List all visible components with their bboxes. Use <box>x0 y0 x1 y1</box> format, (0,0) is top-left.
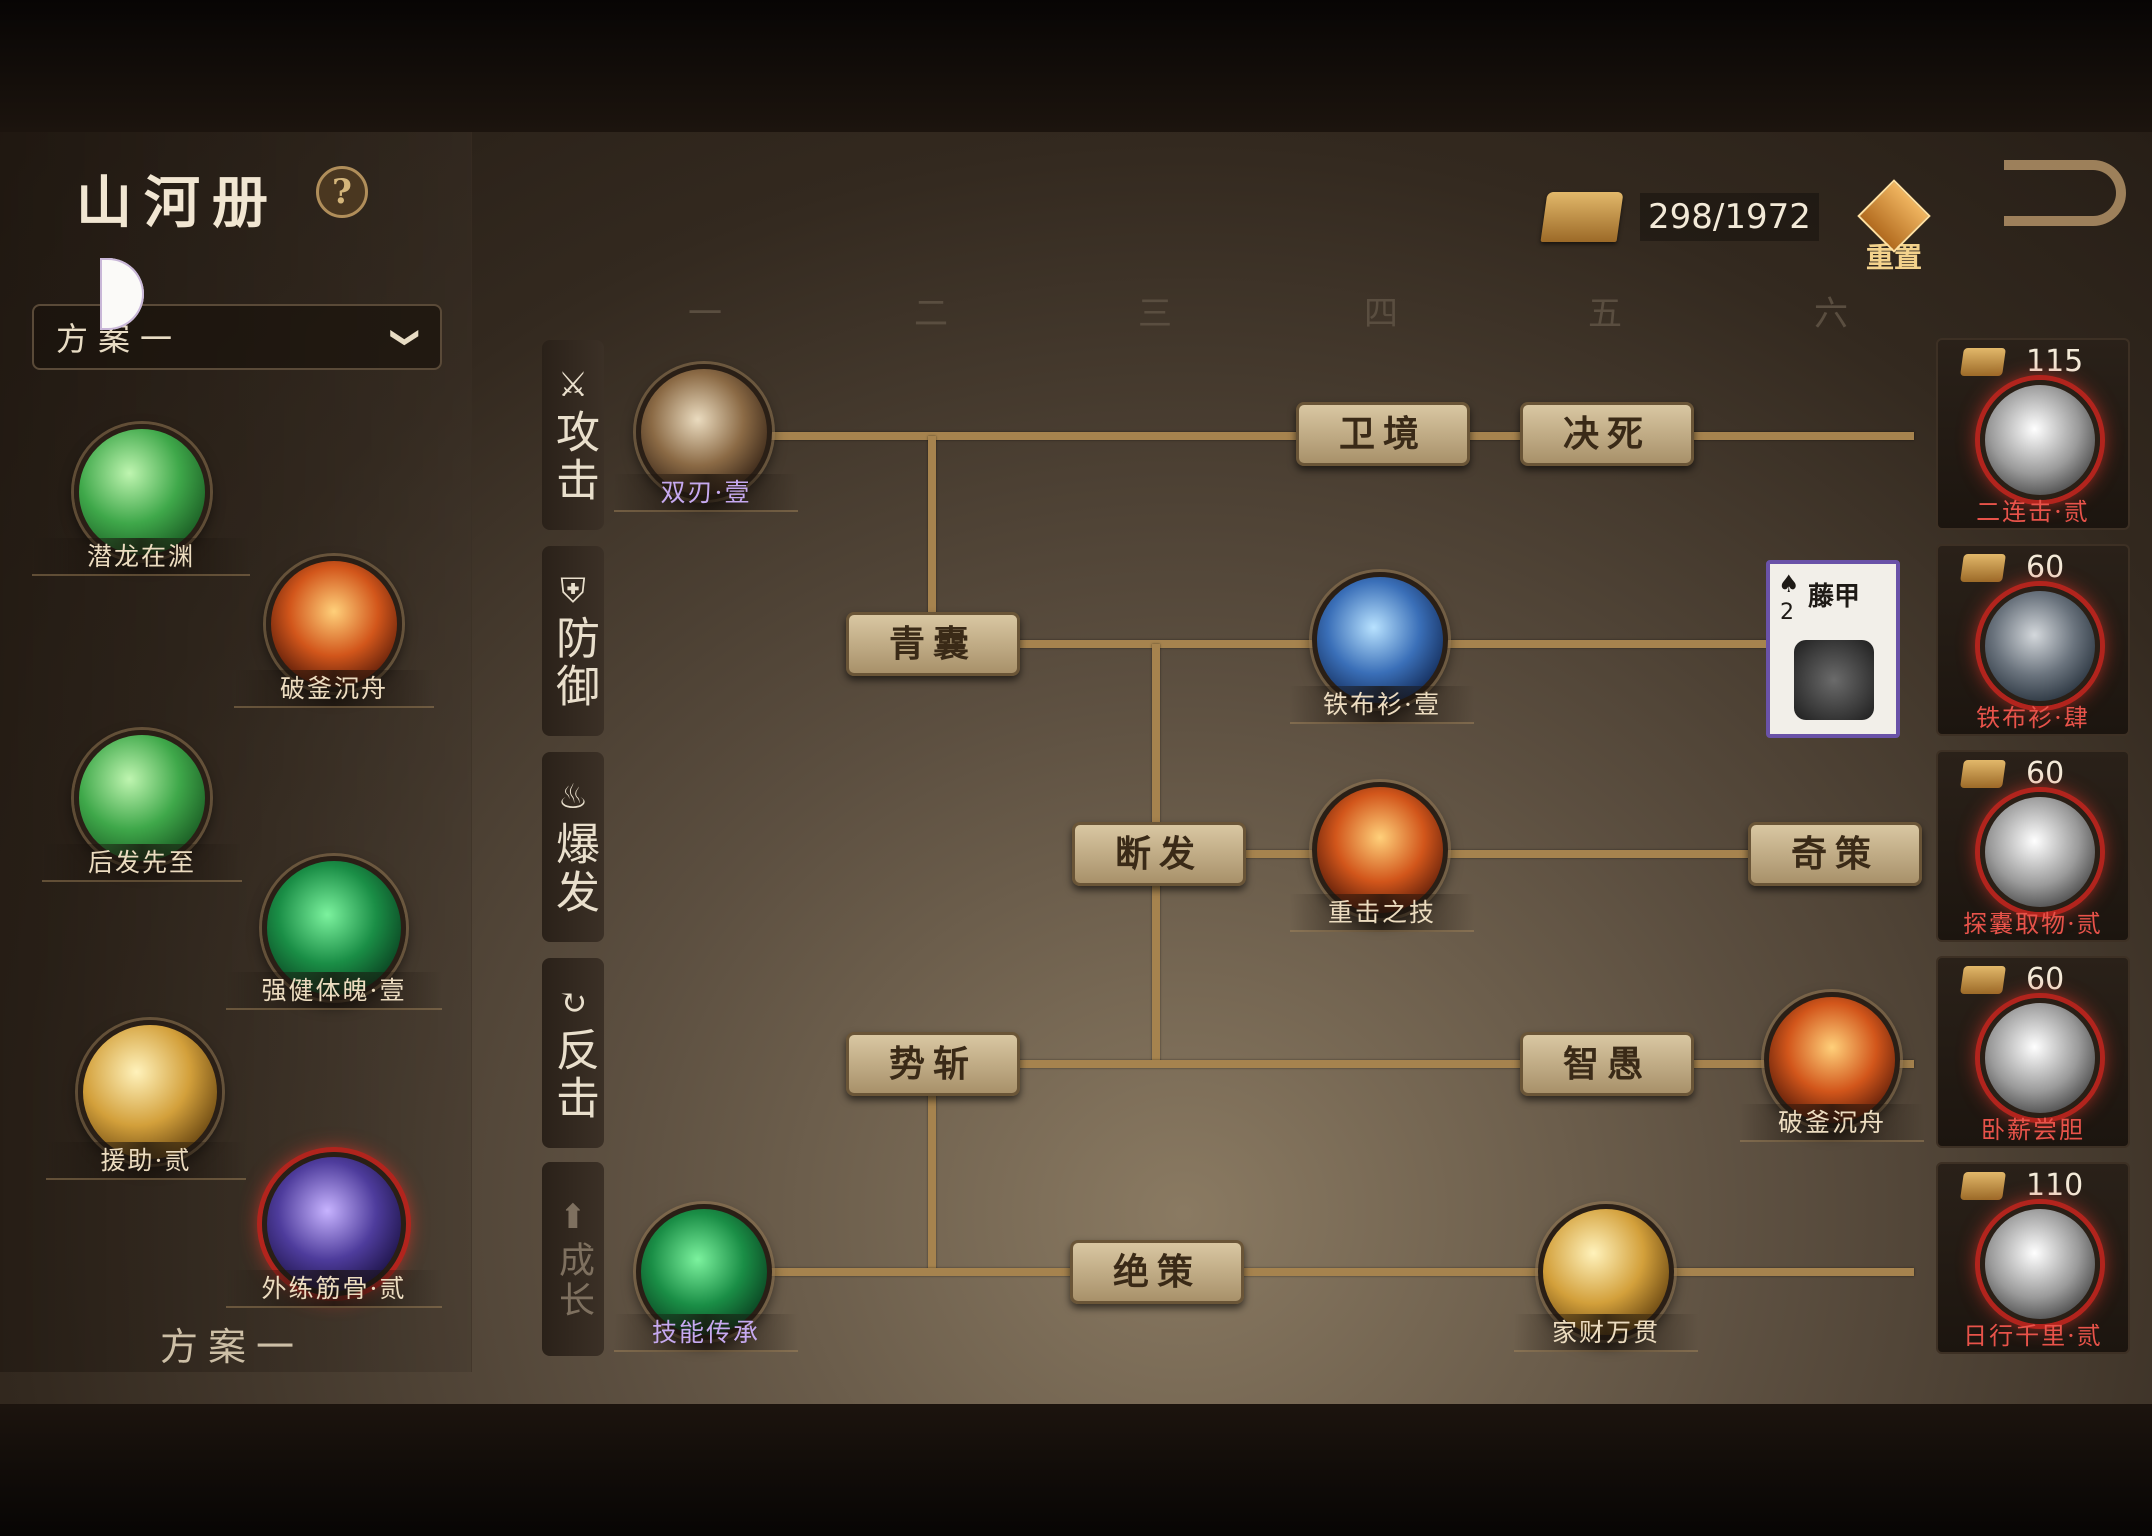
skill-label: 破釜沉舟 <box>1740 1104 1924 1142</box>
tree-node-weijing[interactable]: 卫境 <box>1296 402 1470 466</box>
reward-card[interactable]: 60 卧薪尝胆 <box>1936 956 2130 1148</box>
tree-line <box>928 1064 936 1270</box>
skill-label: 家财万贯 <box>1514 1314 1698 1352</box>
equipment-card-tengjia[interactable]: ♠ 2 藤甲 <box>1766 560 1900 738</box>
skill-orb-tiebushan[interactable] <box>1312 572 1448 708</box>
book-icon <box>1960 966 2006 994</box>
skill-label: 铁布衫·壹 <box>1290 686 1474 724</box>
reward-name: 二连击·贰 <box>1976 498 2090 526</box>
resource-current: 298 <box>1648 197 1713 237</box>
bottom-letterbox <box>0 1404 2152 1536</box>
reward-name: 铁布衫·肆 <box>1976 704 2090 732</box>
talent-label: 援助·贰 <box>46 1142 246 1180</box>
up-arrow-icon: ⬆ <box>558 1197 588 1237</box>
reward-cost: 60 <box>2026 962 2065 997</box>
tree-node-shizhan[interactable]: 势斩 <box>846 1032 1020 1096</box>
flame-icon: ♨ <box>557 777 589 817</box>
tree-line <box>706 1268 1914 1276</box>
tree-node-duanfa[interactable]: 断发 <box>1072 822 1246 886</box>
reward-name: 卧薪尝胆 <box>1981 1116 2085 1144</box>
card-name: 藤甲 <box>1808 582 1861 612</box>
reward-orb <box>1980 380 2100 500</box>
tree-node-zhiyu[interactable]: 智愚 <box>1520 1032 1694 1096</box>
reset-button[interactable]: 重置 <box>1856 179 1932 276</box>
chevron-down-icon: ❯ <box>389 325 423 349</box>
resource-counter: 298/1972 <box>1540 192 1819 242</box>
talent-label: 后发先至 <box>42 844 242 882</box>
tab-burst[interactable]: ♨爆发 <box>542 752 604 942</box>
back-arrow-icon[interactable] <box>2004 160 2126 226</box>
card-number: 2 <box>1780 600 1794 625</box>
counter-arrow-icon: ↻ <box>558 983 588 1023</box>
column-header: 五 <box>1588 294 1622 334</box>
tab-defense[interactable]: ⛨防御 <box>542 546 604 736</box>
reward-cost: 115 <box>2026 344 2084 379</box>
armor-icon <box>1794 640 1874 720</box>
reward-orb <box>1980 998 2100 1118</box>
book-icon <box>1960 554 2006 582</box>
resource-total: 1972 <box>1724 197 1811 237</box>
book-icon <box>1960 348 2006 376</box>
talent-label: 破釜沉舟 <box>234 670 434 708</box>
tree-node-qice[interactable]: 奇策 <box>1748 822 1922 886</box>
reward-card[interactable]: 60 铁布衫·肆 <box>1936 544 2130 736</box>
tree-node-juesi[interactable]: 决死 <box>1520 402 1694 466</box>
reward-card[interactable]: 115 二连击·贰 <box>1936 338 2130 530</box>
tab-counter[interactable]: ↻反击 <box>542 958 604 1148</box>
question-circle-icon[interactable]: ? <box>316 166 368 218</box>
reward-card[interactable]: 110 日行千里·贰 <box>1936 1162 2130 1354</box>
plan-dropdown[interactable]: 方案一 ❯ <box>32 304 442 370</box>
reward-card[interactable]: 60 探囊取物·贰 <box>1936 750 2130 942</box>
column-header: 三 <box>1138 294 1172 334</box>
reward-name: 探囊取物·贰 <box>1963 910 2103 938</box>
talent-label: 外练筋骨·贰 <box>226 1270 442 1308</box>
talent-label: 潜龙在渊 <box>32 538 250 576</box>
tree-node-juece[interactable]: 绝策 <box>1070 1240 1244 1304</box>
crossed-swords-icon: ⚔ <box>557 365 589 405</box>
plan-footer-label: 方案一 <box>160 1325 305 1369</box>
resource-separator: / <box>1712 197 1725 237</box>
skill-label: 双刃·壹 <box>614 474 798 512</box>
tree-line <box>1238 850 1752 858</box>
reward-orb <box>1980 1204 2100 1324</box>
column-header: 一 <box>688 294 722 334</box>
tab-attack[interactable]: ⚔攻击 <box>542 340 604 530</box>
book-icon <box>1960 1172 2006 1200</box>
reward-orb <box>1980 586 2100 706</box>
top-letterbox <box>0 0 2152 132</box>
shield-icon: ⛨ <box>560 571 586 611</box>
column-header: 六 <box>1814 294 1848 334</box>
column-header: 二 <box>914 294 948 334</box>
tab-growth[interactable]: ⬆成长 <box>542 1162 604 1356</box>
skill-label: 重击之技 <box>1290 894 1474 932</box>
book-icon <box>1960 760 2006 788</box>
tree-line <box>1010 1060 1914 1068</box>
tree-node-qingnang[interactable]: 青囊 <box>846 612 1020 676</box>
reward-cost: 110 <box>2026 1168 2084 1203</box>
skill-label: 技能传承 <box>614 1314 798 1352</box>
column-header: 四 <box>1364 294 1398 334</box>
book-icon <box>1540 192 1624 242</box>
reward-name: 日行千里·贰 <box>1963 1322 2103 1350</box>
talent-label: 强健体魄·壹 <box>226 972 442 1010</box>
page-title: 山河册 <box>76 170 280 236</box>
reward-orb <box>1980 792 2100 912</box>
tree-line <box>928 436 936 642</box>
reward-cost: 60 <box>2026 550 2065 585</box>
reward-cost: 60 <box>2026 756 2065 791</box>
spade-icon: ♠ <box>1778 570 1800 598</box>
